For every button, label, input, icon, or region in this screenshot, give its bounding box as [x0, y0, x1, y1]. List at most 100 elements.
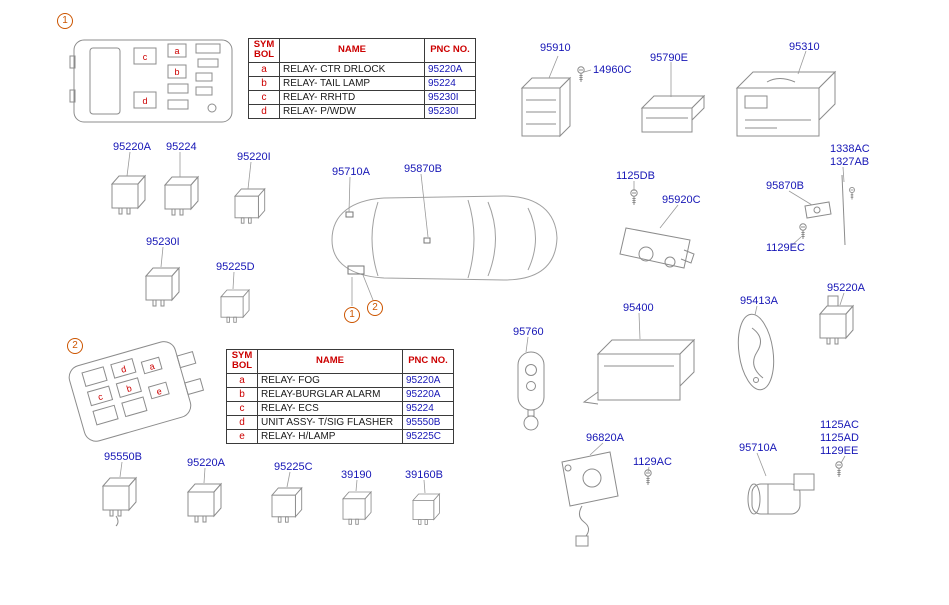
part-label-95790E: 95790E [650, 52, 688, 64]
callout-1-top: 1 [57, 13, 73, 29]
part-label-95220A-3: 95220A [187, 457, 225, 469]
relay-table-2: SYM BOL NAME PNC NO. a RELAY- FOG 95220A… [226, 349, 454, 444]
part-label-95220A-1: 95220A [113, 141, 151, 153]
relay-box-2-illustration: d a c b e [68, 341, 205, 442]
relay-39160B-illustration [412, 493, 440, 525]
part-label-95550B: 95550B [104, 451, 142, 463]
t2-row4-name: UNIT ASSY- T/SIG FLASHER [257, 414, 403, 430]
t1-row4-sym: d [248, 103, 280, 119]
part-label-95225C: 95225C [274, 461, 313, 473]
table-row: c RELAY- ECS 95224 [226, 400, 454, 416]
part-label-95760: 95760 [513, 326, 544, 338]
part-label-1125AC: 1125AC [820, 419, 859, 431]
module-95400-illustration [582, 338, 696, 405]
table-row: e RELAY- H/LAMP 95225C [226, 428, 454, 444]
t2-header-name: NAME [257, 349, 403, 374]
screw-1125DB-icon [630, 189, 638, 206]
part-label-95920C: 95920C [662, 194, 701, 206]
pad-95413A-illustration [737, 313, 775, 391]
t2-row3-pnc: 95224 [402, 400, 454, 416]
part-label-1129EC: 1129EC [766, 242, 805, 254]
module-95790E-illustration [640, 94, 706, 133]
box2-letter-b: b [125, 383, 133, 394]
relay-95220A-illustration [111, 175, 146, 215]
relay-95550B-illustration [102, 477, 137, 527]
module-95310-illustration [735, 70, 837, 137]
screw-1338AC-icon [849, 187, 855, 201]
table-row: a RELAY- FOG 95220A [226, 372, 454, 388]
t2-row5-pnc: 95225C [402, 428, 454, 444]
screw-14960C-icon [577, 66, 585, 83]
part-label-14960C: 14960C [593, 64, 632, 76]
t2-row5-name: RELAY- H/LAMP [257, 428, 403, 444]
callout-2-car: 2 [367, 300, 383, 316]
t1-row1-pnc: 95220A [424, 61, 476, 77]
part-label-95710A-1: 95710A [332, 166, 370, 178]
t1-row2-sym: b [248, 75, 280, 91]
part-label-1327AB: 1327AB [830, 156, 870, 168]
relay-95220I-illustration [234, 188, 266, 224]
t1-row4-name: RELAY- P/WDW [279, 103, 425, 119]
part-label-39190: 39190 [341, 469, 372, 481]
t2-row4-pnc: 95550B [402, 414, 454, 430]
t1-row3-sym: c [248, 89, 280, 105]
screw-1129AC-icon [644, 469, 652, 486]
t2-row3-sym: c [226, 400, 258, 416]
relay-95220A-bottom-illustration [187, 483, 222, 523]
screw-1129EC-icon [799, 223, 807, 240]
box1-letter-b: b [174, 67, 179, 77]
part-label-95224: 95224 [166, 141, 197, 153]
t2-row4-sym: d [226, 414, 258, 430]
table-row: d RELAY- P/WDW 95230I [248, 103, 476, 119]
part-label-95413A: 95413A [740, 295, 778, 307]
t2-row1-name: RELAY- FOG [257, 372, 403, 388]
relay-95224-illustration [164, 176, 199, 216]
part-label-95870B-2: 95870B [766, 180, 804, 192]
t1-row2-pnc: 95224 [424, 75, 476, 91]
relay-39190-illustration [342, 491, 372, 525]
t2-row3-name: RELAY- ECS [257, 400, 403, 416]
box2-letter-d: d [120, 364, 128, 375]
t1-row3-name: RELAY- RRHTD [279, 89, 425, 105]
part-label-95870B-1: 95870B [404, 163, 442, 175]
screw-1125AC-icon [835, 461, 843, 478]
t1-row3-pnc: 95230I [424, 89, 476, 105]
t2-header-symbol: SYM BOL [226, 349, 258, 374]
relay-box-1-illustration: c a b d [69, 39, 233, 123]
actuator-95710A-illustration [747, 473, 815, 515]
t2-row1-pnc: 95220A [402, 372, 454, 388]
t1-header-symbol: SYM BOL [248, 38, 280, 63]
callout-2-box: 2 [67, 338, 83, 354]
box2-letter-c: c [97, 391, 105, 402]
box1-letter-a: a [174, 46, 179, 56]
part-label-39160B: 39160B [405, 469, 443, 481]
part-label-1125AD: 1125AD [820, 432, 859, 444]
relay-95225D-illustration [220, 289, 250, 323]
callout-1-car: 1 [344, 307, 360, 323]
part-label-95400: 95400 [623, 302, 654, 314]
part-label-1129AC: 1129AC [633, 456, 672, 468]
part-label-95910: 95910 [540, 42, 571, 54]
t2-row2-name: RELAY-BURGLAR ALARM [257, 386, 403, 402]
t1-row2-name: RELAY- TAIL LAMP [279, 75, 425, 91]
t1-row4-pnc: 95230I [424, 103, 476, 119]
part-label-95220I: 95220I [237, 151, 271, 163]
part-label-1338AC: 1338AC [830, 143, 870, 155]
t1-row1-name: RELAY- CTR DRLOCK [279, 61, 425, 77]
t1-header-name: NAME [279, 38, 425, 63]
t2-row5-sym: e [226, 428, 258, 444]
t2-row2-pnc: 95220A [402, 386, 454, 402]
table-row: c RELAY- RRHTD 95230I [248, 89, 476, 105]
part-label-95230I: 95230I [146, 236, 180, 248]
relay-table-1: SYM BOL NAME PNC NO. a RELAY- CTR DRLOCK… [248, 38, 476, 119]
box2-letter-a: a [148, 361, 156, 372]
part-label-95225D: 95225D [216, 261, 255, 273]
t2-row1-sym: a [226, 372, 258, 388]
antenna-95870B-illustration [804, 174, 846, 246]
table-row: d UNIT ASSY- T/SIG FLASHER 95550B [226, 414, 454, 430]
module-95910-illustration [520, 76, 572, 138]
box2-letter-e: e [155, 386, 163, 397]
car-top-view [331, 195, 558, 281]
